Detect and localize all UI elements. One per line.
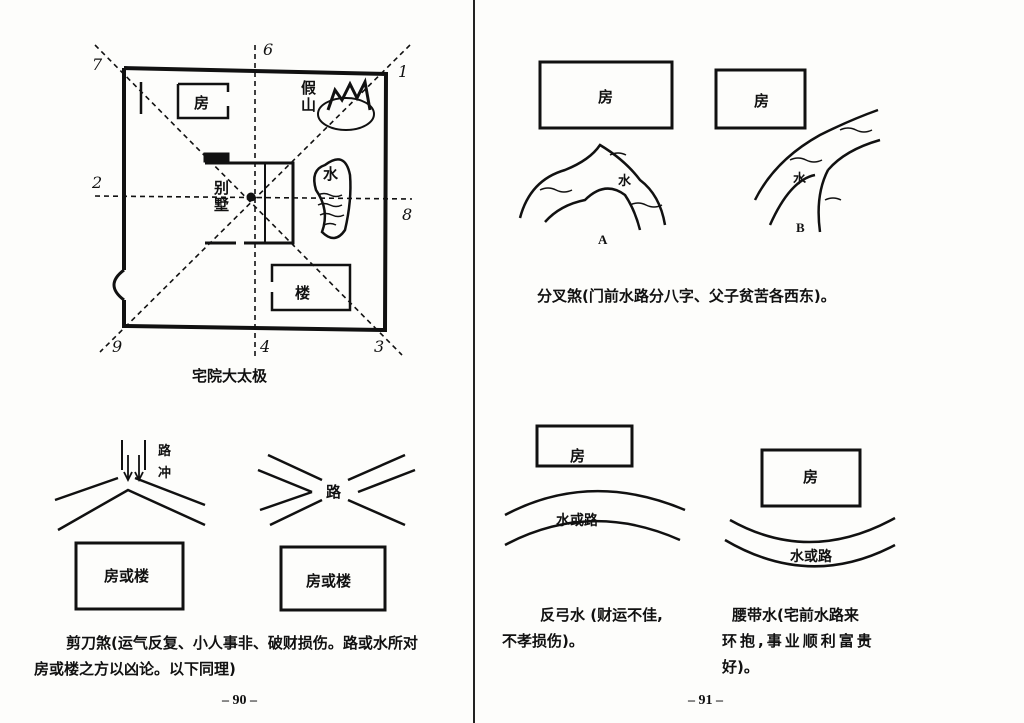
label-b: B	[796, 220, 805, 235]
scissors-text-line2: 房或楼之方以凶论。以下同理)	[34, 660, 236, 678]
belt-diagram	[724, 448, 896, 568]
house-or-building-label: 房或楼	[306, 572, 352, 590]
direction-label-1: 1	[398, 62, 409, 81]
water-or-road-label: 水或路	[790, 549, 832, 565]
bow-text-line1: 反弓水 (财运不佳,	[540, 606, 663, 624]
direction-label-3: 3	[374, 337, 385, 356]
page-number: – 91 –	[688, 693, 723, 708]
cross-road-label: 路	[326, 483, 342, 501]
road-label: 路	[158, 444, 172, 459]
water-or-road-label: 水或路	[556, 513, 598, 529]
belt-text-line3: 好)。	[722, 658, 759, 676]
building-label: 楼	[295, 284, 311, 302]
clash-label: 冲	[158, 466, 172, 481]
taiji-diagram	[94, 44, 413, 356]
scissors-text-line1: 剪刀煞(运气反复、小人事非、破财损伤。路或水所对	[66, 634, 418, 652]
house-or-building-label: 房或楼	[104, 567, 150, 585]
direction-label-6: 6	[263, 40, 274, 59]
water-label: 水	[618, 174, 632, 189]
scissors-diagram	[54, 440, 416, 612]
belt-text-line1: 腰带水(宅前水路来	[732, 606, 859, 624]
house-label: 房	[570, 447, 586, 465]
direction-label-7: 7	[92, 55, 103, 74]
label-a: A	[598, 232, 608, 247]
direction-label-4: 4	[260, 337, 271, 356]
house-label: 房	[194, 94, 210, 112]
rockery-label: 假山	[299, 80, 317, 114]
direction-label-8: 8	[402, 205, 413, 224]
bow-text-line2: 不孝损伤)。	[502, 632, 584, 650]
belt-text-line2: 环抱,事业顺利富贵	[722, 632, 875, 650]
house-label: 房	[754, 92, 770, 110]
house-label: 房	[598, 88, 614, 106]
direction-label-2: 2	[92, 173, 103, 192]
water-label: 水	[323, 165, 339, 183]
direction-label-9: 9	[112, 337, 123, 356]
fork-diagram	[518, 60, 881, 233]
taiji-caption: 宅院大太极	[192, 367, 268, 385]
water-label: 水	[793, 172, 807, 187]
fork-caption: 分叉煞(门前水路分八字、父子贫苦各西东)。	[537, 287, 836, 305]
page-number: – 90 –	[222, 693, 257, 708]
bow-diagram	[504, 424, 686, 547]
house-label: 房	[803, 468, 819, 486]
villa-label: 别墅	[212, 180, 230, 214]
